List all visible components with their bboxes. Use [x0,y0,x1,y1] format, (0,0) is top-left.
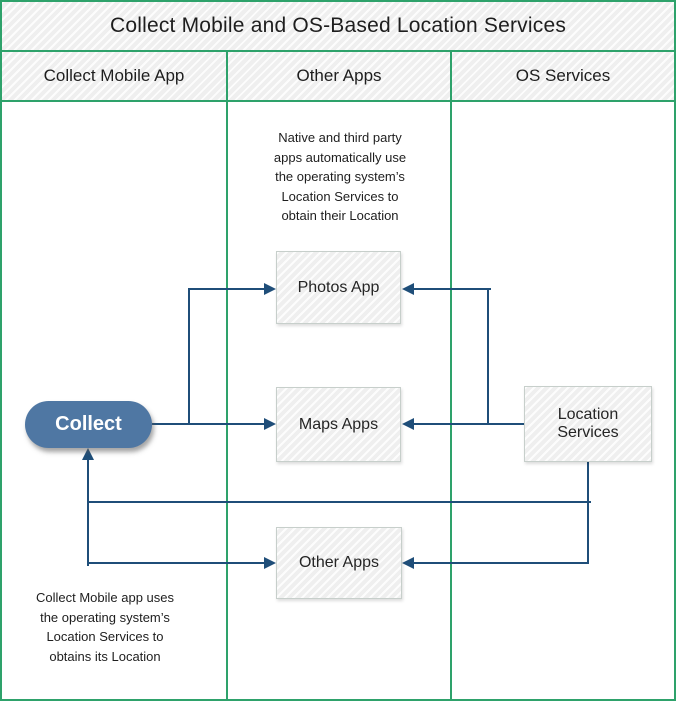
node-other-apps-label: Other Apps [298,554,380,571]
column-divider [450,52,452,100]
connector-collect-to-photos-vertical [188,288,190,425]
column-divider [226,52,228,100]
connector-location-to-collect-line [87,501,591,503]
column-header-label: OS Services [515,66,611,85]
other-apps-annotation: Native and third party apps automaticall… [273,130,407,223]
node-photos-app: Photos App [276,251,401,324]
column-header-label: Other Apps [296,66,382,85]
diagram-title: Collect Mobile and OS-Based Location Ser… [109,14,567,37]
column-header-os-services: OS Services [452,52,674,100]
column-header-other-apps: Other Apps [228,52,450,100]
column-divider [450,102,452,699]
connector-collect-vertical [87,458,89,566]
node-other-apps: Other Apps [276,527,402,599]
node-location-services: Location Services [524,386,652,462]
column-header-label: Collect Mobile App [43,66,185,85]
connector-to-other-apps-right-line [413,562,589,564]
connector-collect-to-maps-line [152,423,266,425]
connector-location-to-maps-line [413,423,524,425]
connector-location-to-photos-vertical [487,288,489,425]
connector-collect-to-photos-line [188,288,268,290]
connector-to-other-apps-left-line [87,562,268,564]
arrowhead-into-other-left [264,557,276,569]
arrowhead-into-maps-left [264,418,276,430]
column-header-band: Collect Mobile App Other Apps OS Service… [2,52,674,102]
node-collect: Collect [25,401,152,448]
diagram-title-bar: Collect Mobile and OS-Based Location Ser… [2,2,674,52]
connector-location-down-vertical [587,462,589,564]
arrowhead-into-photos-left [264,283,276,295]
node-photos-app-label: Photos App [297,278,380,296]
arrowhead-into-maps-right [402,418,414,430]
column-header-collect-mobile-app: Collect Mobile App [2,52,226,100]
node-collect-label: Collect [55,413,122,435]
collect-annotation: Collect Mobile app uses the operating sy… [35,590,175,664]
node-maps-apps: Maps Apps [276,387,401,462]
arrowhead-into-collect-bottom [82,448,94,460]
column-divider [226,102,228,699]
arrowhead-into-other-right [402,557,414,569]
node-maps-apps-label: Maps Apps [298,415,379,433]
arrowhead-into-photos-right [402,283,414,295]
connector-location-to-photos-line [413,288,491,290]
node-location-services-label: Location Services [557,406,619,441]
